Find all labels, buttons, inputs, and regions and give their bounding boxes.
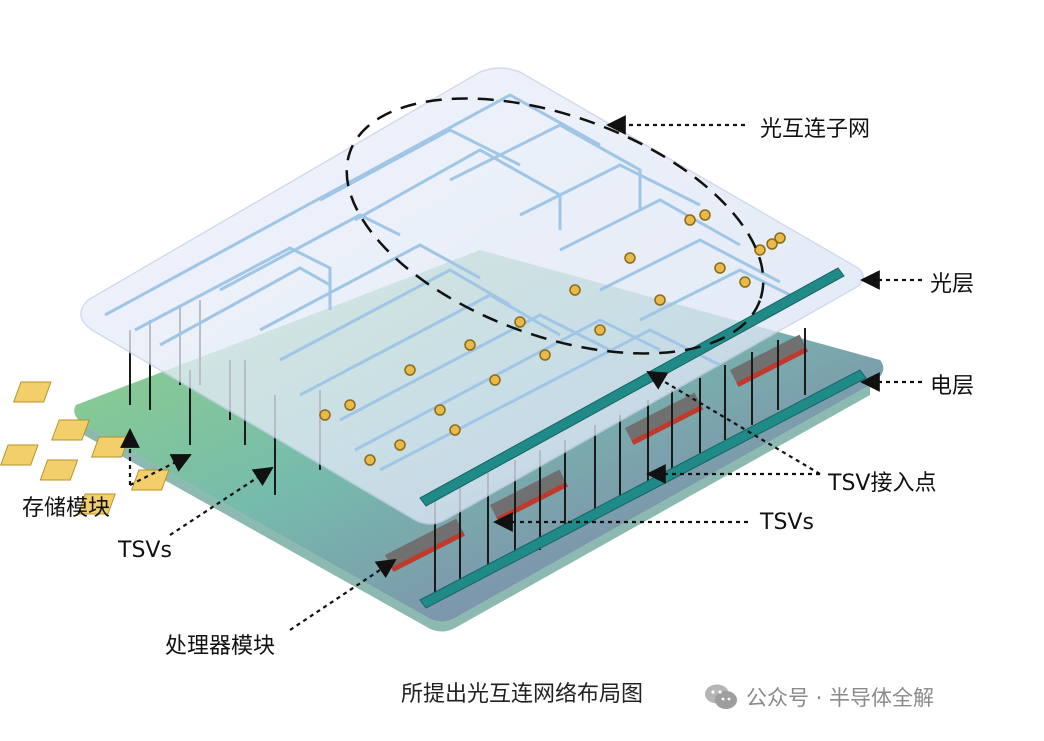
label-optical-layer: 光层: [930, 272, 975, 297]
label-electrical-layer: 电层: [930, 374, 975, 399]
optical-layer: [80, 67, 864, 525]
memory-pad: [0, 444, 39, 466]
arrow-processor-module: [289, 558, 397, 631]
ring-resonators: [319, 209, 786, 466]
memory-pad: [77, 493, 116, 515]
memory-modules: [0, 381, 170, 515]
watermark-text: 公众号 · 半导体全解: [746, 686, 935, 710]
label-memory-module: 存储模块: [22, 496, 111, 521]
processor-chip: [385, 518, 465, 572]
wechat-icon: [705, 684, 737, 709]
optical-subnet-outline: [345, 97, 765, 355]
watermark: 公众号 · 半导体全解: [704, 682, 934, 712]
label-optical-subnet: 光互连子网: [760, 117, 871, 142]
processor-chip: [625, 392, 704, 445]
arrow-memory-module-2: [129, 454, 192, 486]
memory-pad: [39, 459, 79, 481]
arrow-tsv-access-1: [646, 370, 821, 475]
figure-caption: 所提出光互连网络布局图: [400, 682, 643, 707]
label-tsv-access-point: TSV接入点: [828, 471, 937, 496]
memory-pad: [130, 469, 170, 491]
label-tsvs-right: TSVs: [760, 510, 814, 535]
leader-arrows: [120, 115, 922, 631]
memory-pad: [13, 381, 52, 403]
processor-chip: [730, 334, 809, 387]
label-tsvs-left: TSVs: [118, 538, 172, 563]
label-processor-module: 处理器模块: [165, 634, 276, 659]
memory-pad: [51, 419, 90, 441]
